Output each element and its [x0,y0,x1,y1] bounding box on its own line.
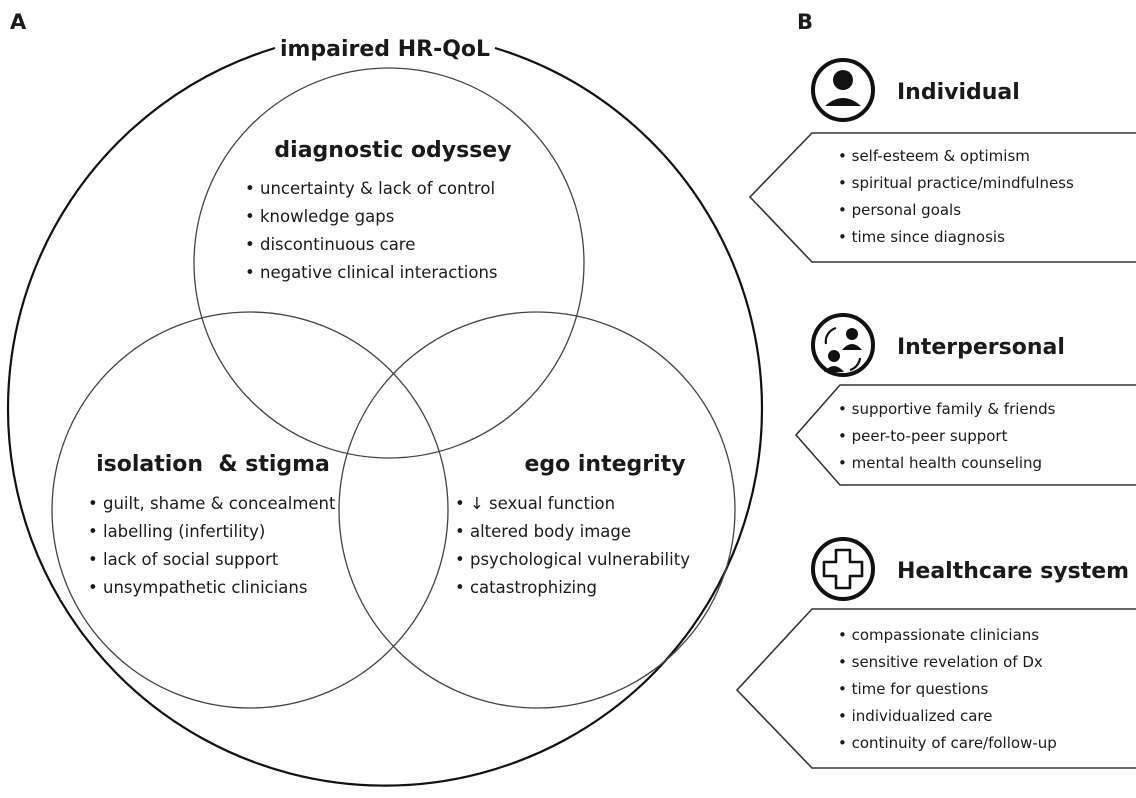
list-item: • guilt, shame & concealment [88,494,336,513]
list-item: • spiritual practice/mindfulness [838,174,1074,192]
list-item: • supportive family & friends [838,400,1056,418]
list-item: • uncertainty & lack of control [245,179,495,198]
venn-circle-isolation-stigma [51,311,449,709]
list-item: • altered body image [455,522,631,541]
panel-a-label: A [10,10,27,34]
list-item: • time for questions [838,680,988,698]
chevron-healthcare-system [735,608,1136,769]
list-isolation-stigma: • guilt, shame & concealment • labelling… [88,494,336,597]
list-item: • labelling (infertility) [88,522,265,541]
medical-cross-icon [811,537,875,601]
list-item: • catastrophizing [455,578,597,597]
list-item: • discontinuous care [245,235,415,254]
list-healthcare-system: • compassionate clinicians • sensitive r… [838,626,1057,752]
list-individual: • self-esteem & optimism • spiritual pra… [838,147,1074,246]
list-item: • individualized care [838,707,992,725]
list-item: • sensitive revelation of Dx [838,653,1043,671]
person-icon [811,58,875,122]
outer-title: impaired HR-QoL [280,37,490,62]
list-item: • peer-to-peer support [838,427,1008,445]
list-item: • continuity of care/follow-up [838,734,1057,752]
venn-circle-diagnostic-odyssey [193,67,585,459]
panel-b-label: B [797,10,813,34]
list-item: • self-esteem & optimism [838,147,1030,165]
outer-circle [6,46,764,787]
list-item: • compassionate clinicians [838,626,1039,644]
list-item: • lack of social support [88,550,279,569]
list-item: • time since diagnosis [838,228,1005,246]
list-item: • knowledge gaps [245,207,394,226]
circle-title-isolation-stigma: isolation & stigma [96,452,330,477]
list-item: • mental health counseling [838,454,1042,472]
venn-circle-ego-integrity [338,311,736,709]
group-title-interpersonal: Interpersonal [897,335,1065,360]
circle-title-ego-integrity: ego integrity [524,452,685,477]
list-item: • psychological vulnerability [455,550,690,569]
list-interpersonal: • supportive family & friends • peer-to-… [838,400,1056,472]
list-diagnostic-odyssey: • uncertainty & lack of control • knowle… [245,179,498,282]
list-item: • negative clinical interactions [245,263,498,282]
list-item: • personal goals [838,201,961,219]
list-item: • ↓ sexual function [455,494,615,513]
group-title-healthcare-system: Healthcare system [897,559,1129,584]
chevron-interpersonal [794,384,1136,486]
circle-title-diagnostic-odyssey: diagnostic odyssey [274,138,511,163]
list-ego-integrity: • ↓ sexual function • altered body image… [455,494,690,597]
chevron-individual [748,132,1136,263]
group-title-individual: Individual [897,80,1020,105]
people-exchange-icon [811,313,875,377]
list-item: • unsympathetic clinicians [88,578,307,597]
